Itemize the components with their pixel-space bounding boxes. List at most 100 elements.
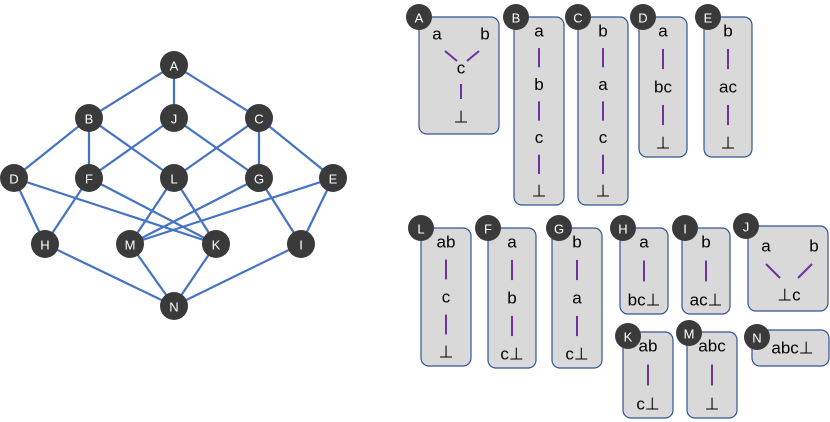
card-badge-label: J [743,220,750,235]
card-badge: K [615,323,641,349]
card-element-label: b [480,25,489,44]
lattice-node-h: H [31,230,59,258]
lattice-node-e: E [319,164,347,192]
card-badge: G [546,215,572,241]
card-element-label: a [432,25,442,44]
lattice-edge-d-k [13,176,217,246]
lattice-edge-h-n [44,243,175,307]
lattice-node-label: J [171,112,178,127]
lattice-node-circle [202,230,230,258]
card-badge-circle [503,4,529,30]
lattice-node-m: M [116,230,144,258]
lattice-node-label: M [125,238,136,253]
lattice-node-label: E [329,172,338,187]
card-element-label: a [507,233,517,252]
lattice-node-label: N [169,300,178,315]
lattice-edge-g-m [129,177,260,245]
card-badge: I [672,215,698,241]
card-element-label: ⊥ [721,134,736,153]
card-element-label: b [507,289,516,308]
lattice-node-circle [319,164,347,192]
card-badge: F [475,215,501,241]
card-badge-circle [475,215,501,241]
card-badge: A [406,4,432,30]
lattice-node-label: L [170,172,177,187]
card-element-label: ac [719,78,737,97]
card-h: abc⊥H [610,215,669,315]
card-n: abc⊥N [744,324,830,367]
card-element-label: c⊥ [636,395,659,414]
card-f: a b c⊥ F [475,215,537,369]
card-badge-label: E [704,11,713,26]
lattice-node-circle [31,230,59,258]
card-element-label: a [534,22,544,41]
card-badge-circle [565,4,591,30]
lattice-node-circle [160,292,188,320]
lattice-node-f: F [75,164,103,192]
lattice-node-circle [116,230,144,258]
card-element-label: bc [654,78,672,97]
lattice-node-circle [160,104,188,132]
card-element-label: c⊥ [500,345,523,364]
card-element-label: c [599,128,608,147]
card-box [747,225,829,312]
lattice-node-circle [75,164,103,192]
hasse-edge [765,263,781,279]
card-element-label: abc [698,337,726,356]
card-element-label: b [598,22,607,41]
card-badge-label: N [752,331,761,346]
card-element-label: ⊥ [656,134,671,153]
card-element-label: b [809,237,818,256]
card-badge-circle [610,215,636,241]
card-element-label: a [639,233,649,252]
card-badge-label: D [638,11,647,26]
lattice-edge-e-m [129,176,334,246]
card-badge: B [503,4,529,30]
card-box [487,227,537,369]
card-badge-label: K [624,330,633,345]
card-badge-label: H [618,222,627,237]
card-element-label: ab [639,337,658,356]
card-box [638,16,688,158]
card-badge-label: L [417,222,424,237]
card-badge-circle [546,215,572,241]
card-badge: J [733,213,759,239]
card-element-label: ⊥c [777,286,801,305]
card-element-label: b [572,233,581,252]
hasse-edge [444,50,458,62]
card-badge-circle [406,4,432,30]
lattice-node-l: L [160,164,188,192]
hasse-edge [797,263,813,279]
card-e: bac⊥E [695,4,753,158]
lattice-node-c: C [245,104,273,132]
card-element-label: ⊥ [454,108,469,127]
card-badge-label: A [415,11,424,26]
card-element-label: ⊥ [596,182,611,201]
card-badge-label: F [484,222,492,237]
card-badge: C [565,4,591,30]
card-badge-circle [672,215,698,241]
lattice-node-k: K [202,230,230,258]
lattice-node-j: J [160,104,188,132]
card-element-label: c⊥ [565,345,588,364]
hasse-edge [466,50,480,62]
lattice-edge-j-f [88,117,175,179]
lattice-node-circle [75,104,103,132]
card-m: abc⊥M [676,320,738,419]
lattice-edge-a-c [173,64,260,119]
lattice-node-label: I [299,238,303,253]
card-i: bac⊥I [672,215,731,315]
card-element-label: ab [437,233,456,252]
card-element-label: c [442,288,451,307]
card-element-label: ⊥ [532,182,547,201]
card-badge-circle [733,213,759,239]
lattice-edge-i-n [173,243,302,307]
card-c: bac⊥C [565,4,629,206]
card-element-label: b [534,75,543,94]
card-badge-label: I [683,222,687,237]
